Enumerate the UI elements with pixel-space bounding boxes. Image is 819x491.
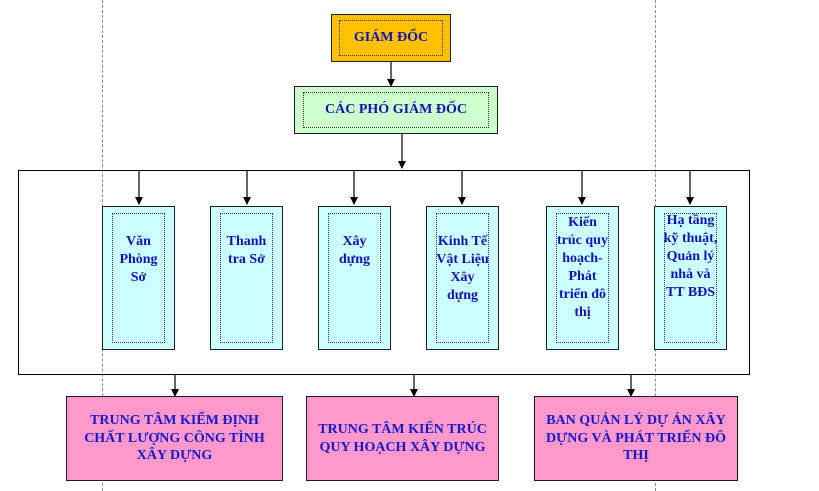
department-box-kinh-te-vat-lieu-xay-dung: Kinh Tế Vật Liệu Xây dựng xyxy=(426,206,499,350)
deputies-box: CÁC PHÓ GIÁM ĐỐC xyxy=(294,86,498,134)
department-label: Xây dựng xyxy=(339,234,370,267)
center-label: BAN QUẢN LÝ DỰ ÁN XÂY DỰNG VÀ PHÁT TRIỂN… xyxy=(546,413,726,464)
director-label: GIÁM ĐỐC xyxy=(353,30,429,46)
department-box-van-phong-so: Văn Phòng Sở xyxy=(102,206,175,350)
department-box-ha-tang-ky-thuat: Hạ tầng kỹ thuật, Quản lý nhà và TT BĐS xyxy=(654,206,727,350)
department-label: Kiến trúc quy hoạch- Phát triển đô thị xyxy=(557,215,608,320)
center-box-ban-quan-ly-du-an: BAN QUẢN LÝ DỰ ÁN XÂY DỰNG VÀ PHÁT TRIỂN… xyxy=(534,396,738,481)
deputies-label: CÁC PHÓ GIÁM ĐỐC xyxy=(325,102,467,118)
department-label: Thanh tra Sở xyxy=(226,234,267,267)
center-label: TRUNG TÂM KIẾN TRÚC QUY HOẠCH XÂY DỰNG xyxy=(318,422,487,455)
center-box-trung-tam-kiem-dinh: TRUNG TÂM KIỂM ĐỊNH CHẤT LƯỢNG CÔNG TÌNH… xyxy=(66,396,283,481)
department-label: Văn Phòng Sở xyxy=(119,234,158,285)
department-label: Hạ tầng kỹ thuật, Quản lý nhà và TT BĐS xyxy=(663,213,718,300)
center-label: TRUNG TÂM KIỂM ĐỊNH CHẤT LƯỢNG CÔNG TÌNH… xyxy=(84,413,265,464)
director-box: GIÁM ĐỐC xyxy=(331,14,451,62)
department-box-thanh-tra-so: Thanh tra Sở xyxy=(210,206,283,350)
center-box-trung-tam-kien-truc: TRUNG TÂM KIẾN TRÚC QUY HOẠCH XÂY DỰNG xyxy=(306,396,499,481)
department-box-xay-dung: Xây dựng xyxy=(318,206,391,350)
department-label: Kinh Tế Vật Liệu Xây dựng xyxy=(436,234,489,303)
departments-group-frame xyxy=(18,170,750,375)
department-box-kien-truc-quy-hoach: Kiến trúc quy hoạch- Phát triển đô thị xyxy=(546,206,619,350)
